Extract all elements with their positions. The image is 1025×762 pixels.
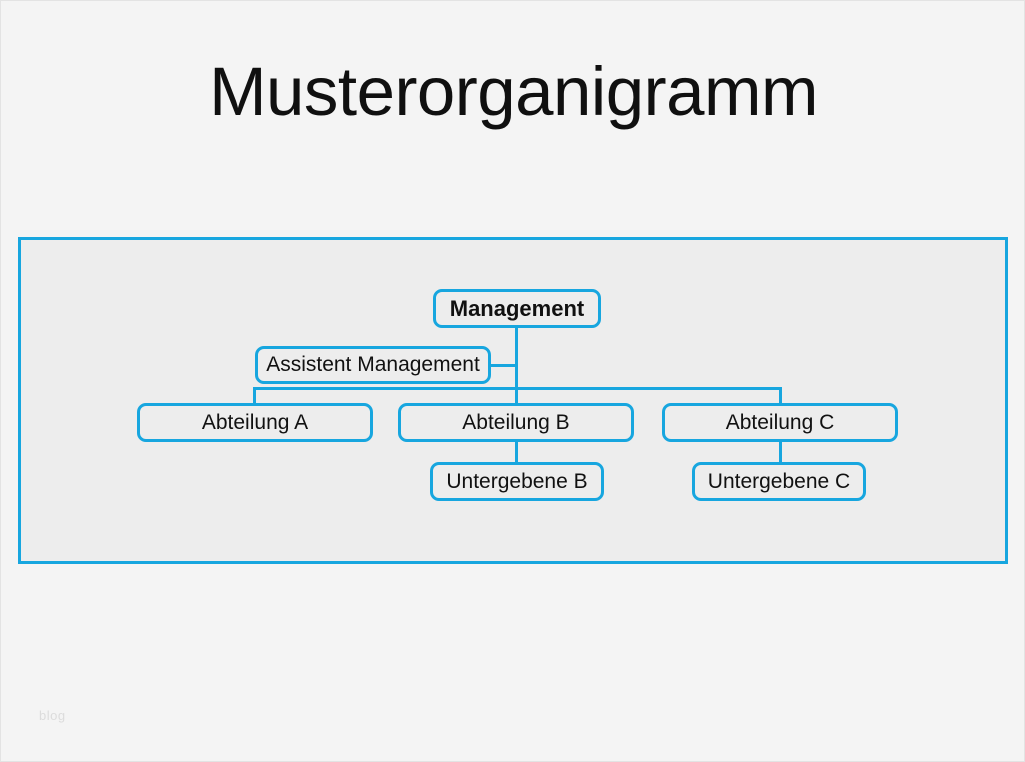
watermark-text: blog: [39, 708, 66, 723]
connector-layer: [21, 240, 1011, 567]
node-assistent-management[interactable]: Assistent Management: [255, 346, 491, 384]
connector-drop-abteilung-b: [515, 387, 518, 405]
connector-management-trunk: [515, 328, 518, 390]
connector-assistant-stub: [490, 364, 518, 367]
node-abteilung-c[interactable]: Abteilung C: [662, 403, 898, 442]
node-untergebene-c[interactable]: Untergebene C: [692, 462, 866, 501]
node-abteilung-a[interactable]: Abteilung A: [137, 403, 373, 442]
connector-abteilung-c-to-untergebene-c: [779, 441, 782, 463]
page-title: Musterorganigramm: [209, 53, 818, 130]
connector-drop-abteilung-a: [253, 387, 256, 405]
node-management[interactable]: Management: [433, 289, 601, 328]
node-abteilung-b[interactable]: Abteilung B: [398, 403, 634, 442]
org-chart-panel: Management Assistent Management Abteilun…: [18, 237, 1008, 564]
connector-drop-abteilung-c: [779, 387, 782, 405]
node-untergebene-b[interactable]: Untergebene B: [430, 462, 604, 501]
connector-abteilung-b-to-untergebene-b: [515, 441, 518, 463]
